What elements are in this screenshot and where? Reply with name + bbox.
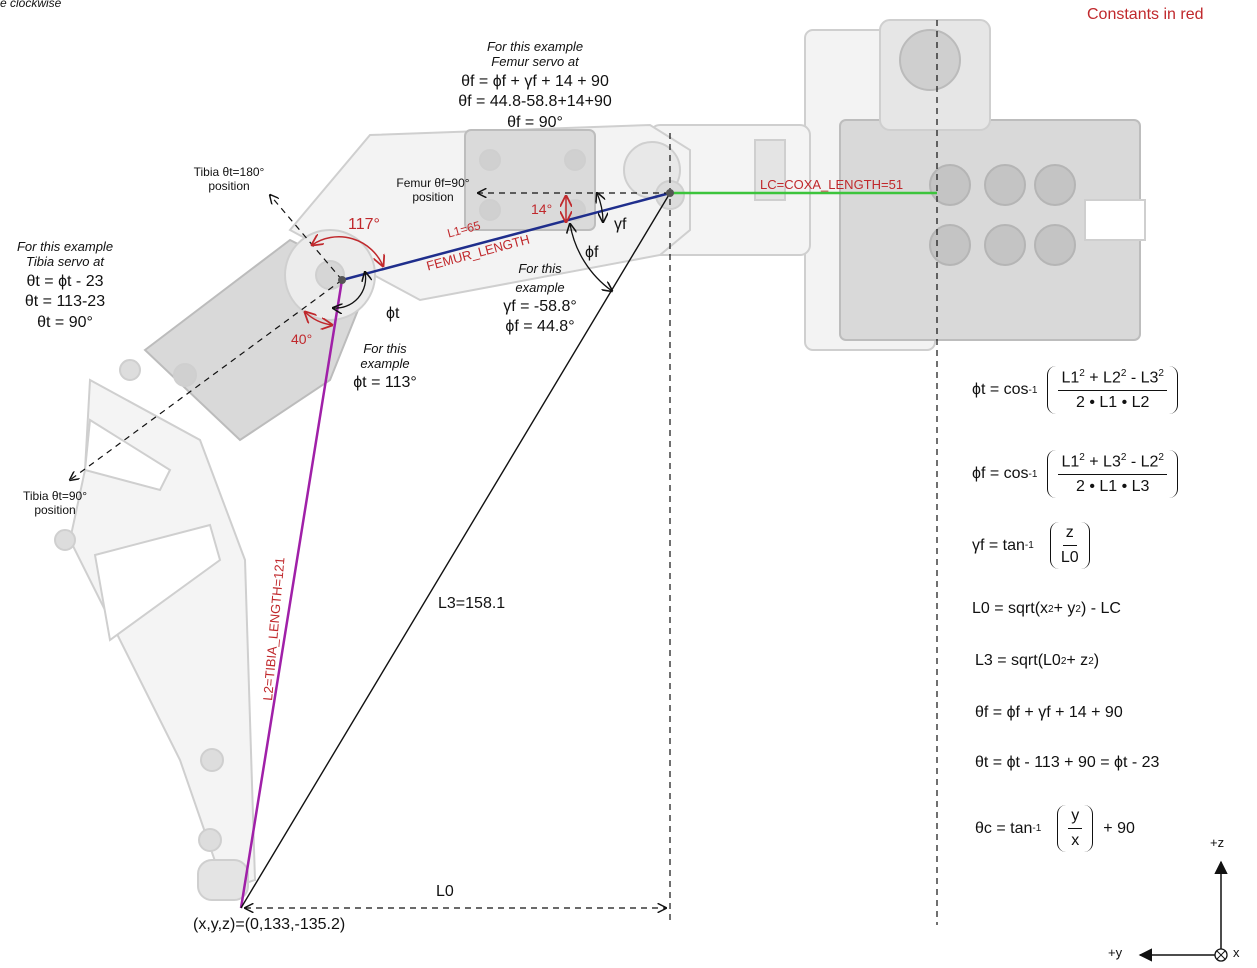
femur-90-line1: Femur θf=90°: [396, 176, 470, 190]
femur-example-block: For this example Femur servo at θf = ϕf …: [420, 39, 650, 132]
femur-example-line2: Femur servo at: [491, 53, 579, 69]
eq-thetac-bracket: y x: [1057, 805, 1094, 852]
equation-theta-c: θc = tan-1 y x + 90: [975, 805, 1135, 852]
eq-phit-lhs: ϕt = cos: [972, 381, 1029, 399]
ex-t-phi: ϕt = 113°: [353, 373, 417, 391]
tibia-180-line1: Tibia θt=180°: [193, 165, 265, 179]
ex-t-line1: For this: [363, 341, 407, 356]
l0-label: L0: [436, 883, 454, 900]
l3-label: L3=158.1: [438, 595, 506, 612]
eq-phif-sup: -1: [1028, 468, 1038, 480]
ex-f-line2: example: [515, 279, 565, 295]
femur-eq-1: θf = ϕf + γf + 14 + 90: [461, 72, 609, 90]
tibia-180-arrow: [270, 195, 343, 281]
axis-x-label: x: [1233, 945, 1240, 960]
tibia-eq-2: θt = 113-23: [24, 293, 106, 311]
femur-90-label: Femur θf=90° position: [378, 176, 488, 205]
coxa-length-label: LC=COXA_LENGTH=51: [760, 177, 904, 192]
axis-z-label: +z: [1210, 835, 1225, 850]
eq-phif-lhs: ϕf = cos: [972, 465, 1029, 483]
ex-f-line1: For this: [518, 261, 562, 276]
femur-values-block: For this example γf = -58.8° ϕf = 44.8°: [470, 261, 610, 337]
ex-t-line2: example: [360, 355, 410, 371]
eq-gammaf-sup: -1: [1024, 540, 1034, 551]
top-left-note: e clockwise: [0, 0, 62, 10]
femur-eq-2: θf = 44.8-58.8+14+90: [458, 93, 612, 111]
angle-40-arc: [305, 312, 332, 325]
foot-coordinate-label: (x,y,z)=(0,133,-135.2): [193, 916, 346, 933]
ex-f-gamma: γf = -58.8°: [503, 297, 577, 315]
ex-f-phi: ϕf = 44.8°: [505, 318, 575, 336]
constants-note: Constants in red: [1087, 6, 1204, 23]
tibia-values-block: For this example ϕt = 113°: [330, 341, 440, 392]
angle-117-label: 117°: [348, 216, 380, 233]
femur-joint: [666, 189, 674, 197]
tibia-90-line2: position: [34, 502, 76, 517]
axes-icon: [1138, 860, 1228, 962]
coxa-servo-drawing: [649, 19, 1146, 351]
tibia-joint: [338, 276, 346, 284]
phi-t-label: ϕt: [386, 305, 400, 322]
equation-theta-t: θt = ϕt - 113 + 90 = ϕt - 23: [975, 754, 1160, 771]
tibia-90-label: Tibia θt=90° position: [0, 489, 110, 518]
tibia-example-line1: For this example: [16, 239, 114, 254]
tibia-180-label: Tibia θt=180° position: [174, 165, 284, 194]
axis-y-label: +y: [1108, 945, 1123, 960]
tibia-example-line2: Tibia servo at: [26, 253, 104, 269]
femur-link-L1: [341, 191, 671, 282]
tibia-180-line2: position: [208, 178, 250, 193]
gamma-f-arc: [597, 193, 603, 222]
eq-gammaf-lhs: γf = tan: [972, 536, 1025, 554]
angle-117-arc: [312, 237, 383, 266]
femur-example-line1: For this example: [486, 39, 584, 54]
tibia-eq-3: θt = 90°: [37, 313, 93, 331]
equation-gamma-f: γf = tan-1 z L0: [972, 522, 1090, 569]
equation-phi-t: ϕt = cos-1 L12 + L22 - L32 2 • L1 • L2: [972, 366, 1178, 415]
tibia-link-L2: [239, 279, 344, 909]
tibia-90-arrow: [70, 279, 343, 480]
eq-phit-bracket: L12 + L22 - L32 2 • L1 • L2: [1047, 366, 1178, 415]
phi-f-arc: [570, 224, 612, 291]
l3-line: [240, 192, 671, 909]
femur-eq-3: θf = 90°: [507, 113, 563, 131]
angle-14-label: 14°: [531, 201, 553, 217]
femur-90-line2: position: [412, 189, 454, 204]
tibia-leg-drawing: [54, 229, 376, 901]
angle-40-label: 40°: [291, 331, 313, 347]
gamma-f-label: γf: [614, 216, 627, 233]
tibia-example-block: For this example Tibia servo at θt = ϕt …: [0, 239, 130, 332]
eq-phif-bracket: L12 + L32 - L22 2 • L1 • L3: [1047, 450, 1178, 499]
phi-t-arc: [333, 272, 366, 308]
tibia-90-line1: Tibia θt=90°: [22, 489, 88, 503]
eq-phit-sup: -1: [1028, 384, 1038, 396]
equation-phi-f: ϕf = cos-1 L12 + L32 - L22 2 • L1 • L3: [972, 450, 1178, 499]
tibia-eq-1: θt = ϕt - 23: [26, 272, 104, 290]
phi-f-label: ϕf: [585, 244, 599, 261]
eq-gammaf-bracket: z L0: [1049, 522, 1090, 569]
equation-theta-f: θf = ϕf + γf + 14 + 90: [975, 704, 1123, 721]
